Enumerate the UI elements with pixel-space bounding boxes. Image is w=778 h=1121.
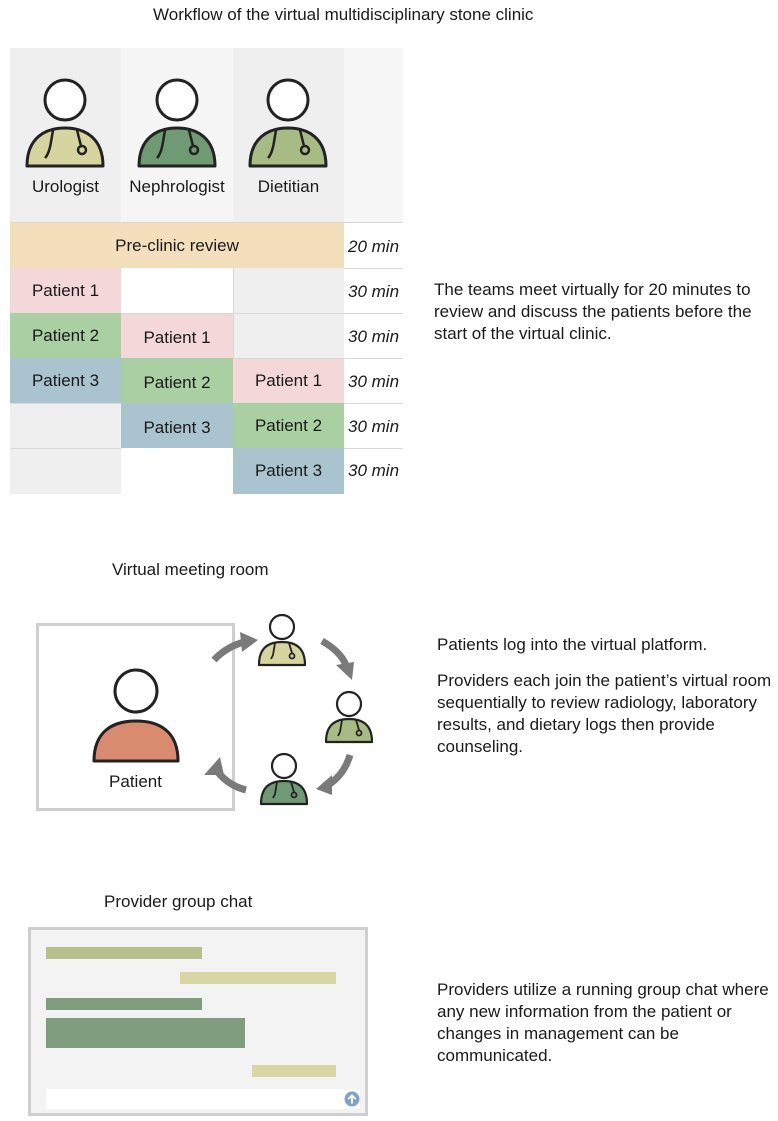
slot-duration: 30 min <box>348 461 400 480</box>
chat-message-nephrologist <box>46 1018 245 1048</box>
arrowhead-icon <box>204 632 354 795</box>
urologist-icon <box>257 613 307 667</box>
patient-room: Patient <box>36 623 235 811</box>
chat-message-nephrologist <box>46 998 202 1010</box>
role-column-urologist: Urologist <box>10 48 121 223</box>
urologist-icon <box>25 78 105 168</box>
role-column-nephrologist: Nephrologist <box>121 48 233 223</box>
group-chat-title: Provider group chat <box>104 892 253 911</box>
chat-message-urologist <box>180 972 336 984</box>
slot-dietitian-patient-3: Patient 3 <box>233 448 344 494</box>
grid-line <box>233 268 234 358</box>
empty-slot <box>121 448 233 494</box>
group-chat-window <box>28 927 368 1116</box>
grid-line <box>344 403 403 404</box>
slot-urologist-patient-1: Patient 1 <box>10 268 121 313</box>
chat-message-urologist <box>46 947 202 959</box>
nephrologist-icon <box>259 752 309 806</box>
grid-line <box>344 358 403 359</box>
empty-slot <box>10 448 121 494</box>
grid-line <box>344 268 403 269</box>
grid-line <box>10 222 403 223</box>
slot-nephrologist-patient-2: Patient 2 <box>121 358 233 403</box>
slot-nephrologist-patient-3: Patient 3 <box>121 403 233 448</box>
role-label-urologist: Urologist <box>31 177 100 196</box>
empty-slot <box>233 268 344 313</box>
arrow-up-circle-icon[interactable] <box>344 1091 360 1107</box>
grid-line <box>10 403 121 404</box>
slot-urologist-patient-2: Patient 2 <box>10 313 121 358</box>
chat-input[interactable] <box>46 1089 360 1109</box>
nephrologist-icon <box>137 78 217 168</box>
duration-column-header <box>344 48 403 223</box>
schedule-description: The teams meet virtually for 20 minutes … <box>434 280 752 343</box>
dietitian-icon <box>324 690 374 744</box>
slot-duration: 30 min <box>348 372 400 391</box>
meeting-room-description: Patients log into the virtual platform. … <box>437 635 772 756</box>
patient-icon <box>92 668 180 763</box>
grid-line <box>344 448 403 449</box>
grid-line <box>121 313 403 314</box>
slot-duration: 30 min <box>348 417 400 436</box>
empty-slot <box>121 268 233 313</box>
dietitian-icon <box>248 78 328 168</box>
schedule-title: Workflow of the virtual multidisciplinar… <box>153 5 534 24</box>
grid-line <box>233 358 403 359</box>
patient-label: Patient <box>109 772 162 791</box>
chat-message-urologist <box>252 1065 336 1077</box>
role-label-nephrologist: Nephrologist <box>129 177 225 196</box>
meeting-room-title: Virtual meeting room <box>112 560 269 579</box>
role-label-dietitian: Dietitian <box>257 177 320 196</box>
group-chat-description: Providers utilize a running group chat w… <box>437 980 769 1065</box>
slot-duration: 30 min <box>348 282 400 301</box>
provider-rotation-diagram <box>204 613 374 806</box>
slot-nephrologist-patient-1: Patient 1 <box>121 313 233 358</box>
grid-line <box>10 448 121 449</box>
empty-slot <box>233 313 344 358</box>
slot-dietitian-patient-2: Patient 2 <box>233 403 344 448</box>
grid-line <box>344 313 403 314</box>
review-duration: 20 min <box>348 237 400 256</box>
slot-dietitian-patient-1: Patient 1 <box>233 358 344 403</box>
slot-duration: 30 min <box>348 327 400 346</box>
pre-clinic-review-bar: Pre-clinic review <box>10 223 344 268</box>
slot-urologist-patient-3: Patient 3 <box>10 358 121 403</box>
role-column-dietitian: Dietitian <box>233 48 344 223</box>
empty-slot <box>10 403 121 448</box>
